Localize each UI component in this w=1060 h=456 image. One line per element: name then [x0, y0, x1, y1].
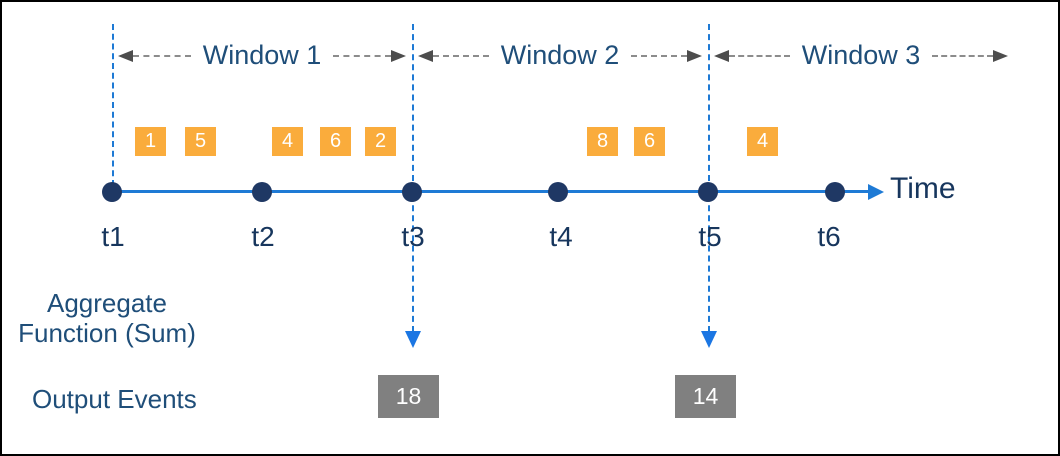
arrow-right-icon [993, 50, 1009, 62]
aggregate-function-label-line2: Function (Sum) [18, 318, 196, 348]
output-event-box: 18 [378, 375, 439, 418]
arrow-right-icon [391, 50, 407, 62]
window-boundary-line-t5 [708, 24, 710, 332]
event-box: 1 [135, 127, 166, 156]
arrow-left-icon [418, 50, 433, 62]
dashed-span-line [333, 55, 392, 57]
time-axis-arrowhead-icon [868, 184, 884, 200]
event-box: 5 [185, 127, 216, 156]
window-3-span: Window 3 [714, 39, 1009, 73]
timeline-dot-t4 [548, 182, 568, 202]
window-3-label: Window 3 [801, 40, 921, 71]
timeline-dot-t5 [698, 182, 718, 202]
tick-label-t3: t3 [401, 221, 425, 252]
arrow-left-icon [714, 50, 729, 62]
time-axis-label: Time [890, 172, 956, 205]
tick-label-t6: t6 [817, 221, 841, 252]
output-events-label: Output Events [32, 384, 197, 414]
time-axis-line [112, 190, 870, 193]
tick-label-t2: t2 [251, 221, 275, 252]
timeline-dot-t2 [252, 182, 272, 202]
aggregate-function-label-line1: Aggregate [47, 288, 167, 318]
event-box: 6 [634, 127, 665, 156]
dashed-span-line [133, 55, 191, 57]
tick-label-t5: t5 [698, 221, 722, 252]
output-arrow-down-icon [405, 331, 421, 348]
window-1-label: Window 1 [202, 40, 322, 71]
timeline-dot-t6 [825, 182, 845, 202]
timeline-dot-t1 [102, 182, 122, 202]
window-2-label: Window 2 [500, 40, 620, 71]
event-box: 4 [747, 127, 778, 156]
dashed-span-line [631, 55, 688, 57]
timeline-dot-t3 [402, 182, 422, 202]
window-2-span: Window 2 [418, 39, 703, 73]
window-1-span: Window 1 [118, 39, 407, 73]
aggregate-function-label: Aggregate Function (Sum) [18, 288, 196, 348]
event-box: 8 [587, 127, 618, 156]
event-box: 2 [365, 127, 396, 156]
dashed-span-line [729, 55, 790, 57]
window-boundary-line-t1 [112, 24, 114, 186]
output-event-box: 14 [675, 375, 736, 418]
event-box: 6 [320, 127, 351, 156]
arrow-left-icon [118, 50, 133, 62]
dashed-span-line [932, 55, 994, 57]
tick-label-t4: t4 [549, 221, 573, 252]
arrow-right-icon [687, 50, 703, 62]
dashed-span-line [433, 55, 489, 57]
event-box: 4 [272, 127, 303, 156]
tick-label-t1: t1 [101, 221, 125, 252]
output-arrow-down-icon [701, 331, 717, 348]
window-boundary-line-t3 [412, 24, 414, 332]
